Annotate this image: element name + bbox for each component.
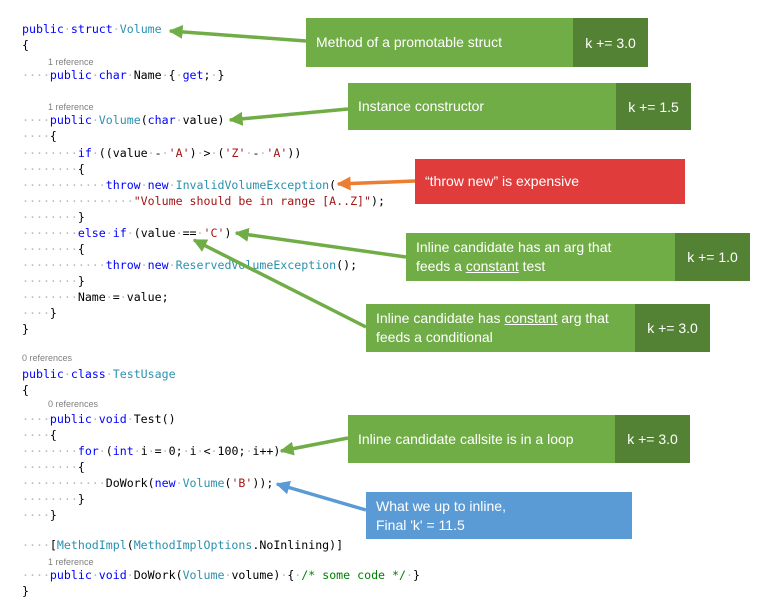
code-line-throw-message: ················"Volume should be in ran… (22, 194, 385, 208)
code-line-brace: } (22, 584, 29, 598)
arrow-const-arg (192, 238, 367, 329)
code-line-test-method: ····public·void·Test() (22, 412, 176, 426)
k-increment: k += 3.0 (635, 304, 710, 352)
code-line-throw-reserved: ············throw·new·ReservedVolumeExce… (22, 258, 358, 272)
code-line-brace: ····} (22, 508, 57, 522)
reference-count-label[interactable]: 1 reference (48, 102, 94, 112)
annotation-text: Inline candidate has constant arg that f… (376, 310, 609, 345)
code-line-brace: { (22, 38, 29, 52)
code-line-brace: ····{ (22, 428, 57, 442)
code-line-for: ········for·(int·i·=·0;·i·<·100;·i++) (22, 444, 281, 458)
code-line-brace: ········{ (22, 460, 85, 474)
code-line-brace: ········{ (22, 162, 85, 176)
annotation-text: Instance constructor (358, 98, 485, 114)
annotation-constant-arg: Inline candidate has constant arg that f… (366, 304, 710, 352)
code-line-class-decl: public·class·TestUsage (22, 367, 176, 381)
arrow-loop (279, 436, 349, 456)
code-line-brace: { (22, 383, 29, 397)
arrow-throw (336, 176, 416, 191)
annotation-throw-expensive: “throw new” is expensive (415, 159, 685, 204)
annotation-text: Inline candidate callsite is in a loop (358, 430, 574, 447)
k-increment: k += 1.5 (616, 83, 691, 130)
code-line-else-if: ········else·if·(value·==·'C') (22, 226, 232, 240)
code-line-brace: ····{ (22, 129, 57, 143)
arrow-ctor (228, 107, 349, 126)
code-line-brace: ····} (22, 306, 57, 320)
code-line-brace: } (22, 322, 29, 336)
arrow-const-test (234, 227, 407, 259)
code-line-struct-decl: public·struct·Volume (22, 22, 162, 36)
annotation-const-test: Inline candidate has an arg that feeds a… (406, 233, 750, 281)
k-increment: k += 3.0 (615, 415, 690, 463)
code-line-assign: ········Name·=·value; (22, 290, 169, 304)
code-line-ctor: ····public·Volume(char·value) (22, 113, 225, 127)
code-line-brace: ········{ (22, 242, 85, 256)
annotation-loop-callsite: Inline candidate callsite is in a loop k… (348, 415, 690, 463)
annotation-instance-constructor: Instance constructor k += 1.5 (348, 83, 691, 130)
k-increment: k += 1.0 (675, 233, 750, 281)
annotation-text: “throw new” is expensive (425, 173, 580, 189)
code-line-dowork-decl: ····public·void·DoWork(Volume·volume)·{·… (22, 568, 420, 582)
k-increment: k += 3.0 (573, 18, 648, 67)
code-line-brace: ········} (22, 274, 85, 288)
annotation-text: Method of a promotable struct (316, 34, 502, 50)
code-line-brace: ········} (22, 210, 85, 224)
arrow-final (275, 480, 367, 512)
reference-count-label[interactable]: 0 references (22, 353, 73, 363)
annotation-text: What we up to inline, Final 'k' = 11.5 (376, 497, 506, 533)
reference-count-label[interactable]: 1 reference (48, 557, 94, 567)
annotation-text: Inline candidate has an arg that feeds a… (416, 239, 612, 274)
code-line-attribute: ····[MethodImpl(MethodImplOptions.NoInli… (22, 538, 344, 552)
code-line-dowork-call: ············DoWork(new·Volume('B')); (22, 476, 274, 490)
code-line-name-prop: ····public·char·Name·{·get;·} (22, 68, 225, 82)
reference-count-label[interactable]: 0 references (48, 399, 99, 409)
reference-count-label[interactable]: 1 reference (48, 57, 94, 67)
annotation-promotable-struct: Method of a promotable struct k += 3.0 (306, 18, 648, 67)
annotation-final-k: What we up to inline, Final 'k' = 11.5 (366, 492, 632, 539)
code-line-if: ········if·((value·-·'A')·>·('Z'·-·'A')) (22, 146, 302, 160)
code-line-throw-invalid: ············throw·new·InvalidVolumeExcep… (22, 178, 337, 192)
arrow-promotable (168, 24, 307, 43)
code-line-brace: ········} (22, 492, 85, 506)
